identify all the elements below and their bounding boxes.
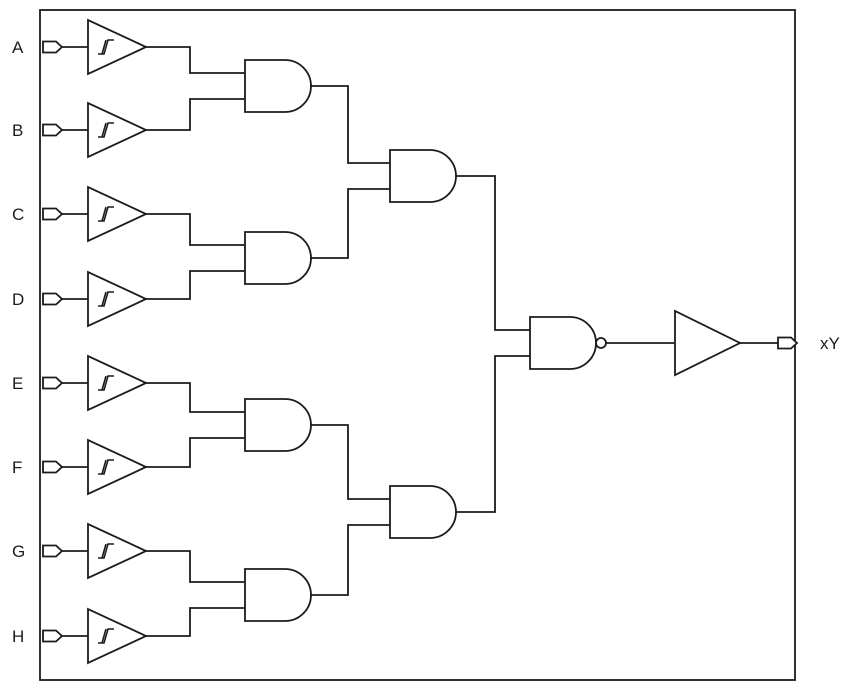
nand-inversion-bubble-icon <box>595 337 607 349</box>
wire-a-to-and <box>145 46 246 74</box>
input-f: F <box>12 437 246 495</box>
wire-ab-to-abcd <box>310 85 391 164</box>
schmitt-buffer-a-icon <box>87 19 147 75</box>
wire-ef-to-efgh <box>310 424 391 500</box>
and-gate-abcd <box>389 149 457 203</box>
input-label-b: B <box>12 121 23 140</box>
input-label-g: G <box>12 542 25 561</box>
schmitt-buffer-h-icon <box>87 608 147 664</box>
input-pin-g-icon <box>42 544 63 558</box>
input-d: D <box>12 270 246 327</box>
input-a: A <box>12 19 246 75</box>
input-label-h: H <box>12 627 24 646</box>
wire-gh-to-efgh <box>310 524 391 596</box>
nand-gate-final <box>529 316 607 370</box>
schmitt-buffer-c-icon <box>87 186 147 242</box>
schmitt-buffer-g-icon <box>87 523 147 579</box>
input-pin-e-icon <box>42 376 63 390</box>
input-pin-b-icon <box>42 123 63 137</box>
input-pin-c-icon <box>42 207 63 221</box>
output-label: xY <box>820 334 840 353</box>
input-c: C <box>12 186 246 246</box>
input-label-e: E <box>12 374 23 393</box>
input-label-c: C <box>12 205 24 224</box>
and-gate-cd <box>244 231 312 285</box>
input-pin-a-icon <box>42 40 63 54</box>
input-e: E <box>12 355 246 413</box>
wire-abcd-to-nand <box>455 175 531 331</box>
wire-c-to-and <box>145 213 246 246</box>
wire-f-to-and <box>145 437 246 468</box>
input-label-a: A <box>12 38 24 57</box>
input-g: G <box>12 523 246 583</box>
wire-b-to-and <box>145 98 246 131</box>
wire-efgh-to-nand <box>455 355 531 513</box>
wire-d-to-and <box>145 270 246 300</box>
schmitt-buffer-f-icon <box>87 439 147 495</box>
and-gate-ef <box>244 398 312 452</box>
schmitt-buffer-b-icon <box>87 102 147 158</box>
wire-h-to-and <box>145 607 246 637</box>
input-b: B <box>12 98 246 158</box>
nand-gate-body <box>529 316 597 370</box>
wire-g-to-and <box>145 550 246 583</box>
input-label-f: F <box>12 458 22 477</box>
input-pin-d-icon <box>42 292 63 306</box>
output-y: xY <box>777 334 840 353</box>
input-label-d: D <box>12 290 24 309</box>
input-pin-h-icon <box>42 629 63 643</box>
wire-cd-to-abcd <box>310 188 391 259</box>
wire-e-to-and <box>145 382 246 413</box>
and-gate-gh <box>244 568 312 622</box>
input-pin-f-icon <box>42 460 63 474</box>
schmitt-buffer-d-icon <box>87 271 147 327</box>
and-gate-efgh <box>389 485 457 539</box>
and-gate-ab <box>244 59 312 113</box>
schmitt-buffer-e-icon <box>87 355 147 411</box>
input-h: H <box>12 607 246 664</box>
output-buffer-triangle <box>674 309 743 377</box>
